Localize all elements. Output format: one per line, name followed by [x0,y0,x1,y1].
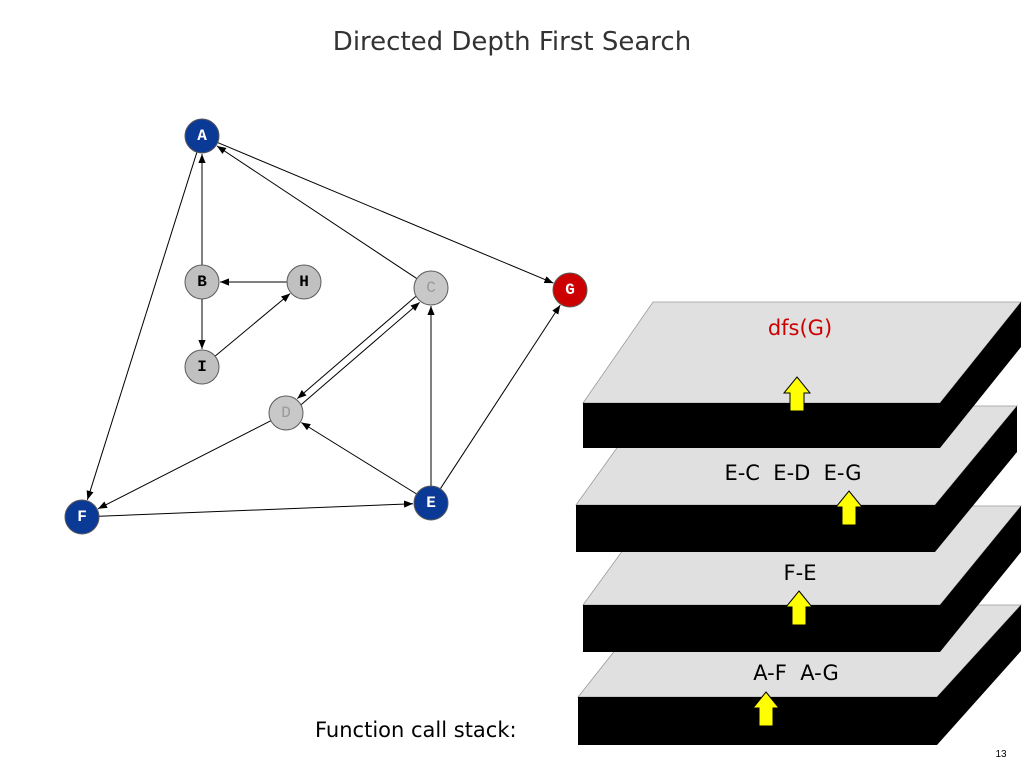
stack-frame-front-face [583,605,940,652]
stack-frame-front-face [583,403,940,448]
graph-nodes: A B H C G I D [64,118,588,535]
node-I-circle [184,349,220,385]
stack-frame-side-face [940,506,1021,652]
stack-frame-front-face [576,505,935,552]
call-stack-caption: Function call stack: [315,718,517,742]
edge-C-A [216,145,418,280]
page-number: 13 [995,749,1007,760]
node-A-circle [184,118,220,154]
node-B: B [184,264,220,300]
node-I-label: I [197,358,207,376]
node-E: E [413,485,449,521]
stack-frame-label: A-F A-G [753,661,838,685]
slide-title: Directed Depth First Search [333,27,691,57]
edge-A-G [217,142,554,284]
edge-C-D [296,296,417,399]
node-D-circle [268,395,304,431]
up-arrow-icon [751,691,781,727]
edge-D-F [97,420,272,510]
stack-frame-side-face [937,605,1021,745]
node-A: A [184,118,220,154]
node-G-circle [552,272,588,308]
node-F-circle [64,499,100,535]
node-D: D [268,395,304,431]
node-C: C [413,270,449,306]
stack-frame-label: dfs(G) [768,316,832,340]
up-arrow-icon [784,590,814,626]
node-C-label: C [426,279,436,297]
node-B-label: B [197,273,207,291]
up-arrow-icon [834,490,864,526]
node-C-circle [413,270,449,306]
edge-A-F [86,152,198,500]
node-H-label: H [299,273,309,291]
node-H-circle [286,264,322,300]
edge-E-G [439,304,561,490]
edge-D-C [300,302,421,405]
up-arrow-icon [782,376,812,412]
stack-frame-side-face [935,406,1017,552]
stack-frame-1: dfs(G) [582,301,1022,448]
node-F: F [64,499,100,535]
node-A-label: A [197,127,207,145]
node-H: H [286,264,322,300]
node-I: I [184,349,220,385]
graph-edges [86,142,561,517]
edge-F-E [98,500,414,517]
stack-frame-label: F-E [784,561,817,585]
call-stack: A-F A-G F-E E-C E-D E-G [575,301,1022,745]
node-G: G [552,272,588,308]
edge-I-H [214,293,291,357]
node-E-label: E [426,494,436,512]
node-E-circle [413,485,449,521]
node-D-label: D [281,404,291,422]
node-B-circle [184,264,220,300]
node-F-label: F [77,508,87,526]
node-G-label: G [565,281,575,299]
stack-frame-label: E-C E-D E-G [724,461,861,485]
edge-E-D [301,422,417,495]
stack-frame-side-face [940,302,1021,448]
